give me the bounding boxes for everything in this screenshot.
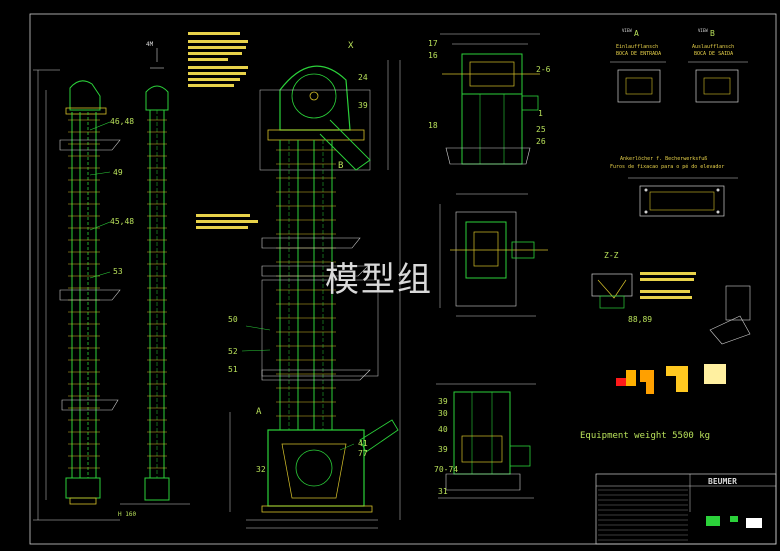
anchor-note-line1: Ankerlöcher f. Becherwerksfuß: [620, 156, 707, 162]
svg-text:VIEW: VIEW: [698, 28, 708, 33]
callout-41: 41: [358, 439, 368, 448]
section-z-view: Z-Z 88,89: [591, 251, 751, 345]
callout-25: 25: [536, 125, 546, 134]
callout-70-74: 70-74: [434, 465, 458, 474]
callout-46-48: 46,48: [110, 117, 134, 126]
flange-a-subtitle: BOCA DE ENTRADA: [616, 51, 661, 57]
callout-30: 30: [438, 409, 448, 418]
top-label: 4M: [146, 41, 154, 48]
section-z-label: Z-Z: [604, 251, 619, 260]
title-block: BEUMER: [595, 473, 777, 545]
callout-1: 1: [538, 109, 543, 118]
flange-b-subtitle: BOCA DE SAIDA: [694, 51, 733, 57]
callout-2-6: 2-6: [536, 65, 551, 74]
callout-53: 53: [113, 267, 123, 276]
callout-50: 50: [228, 315, 238, 324]
callout-16: 16: [428, 51, 438, 60]
notes-block: [188, 32, 258, 229]
sheet-border: [29, 13, 777, 545]
equipment-weight: Equipment weight 5500 kg: [580, 431, 710, 441]
callout-45-48: 45,48: [110, 217, 134, 226]
flange-b-letter: B: [710, 29, 715, 38]
height-label: H 160: [118, 511, 136, 518]
callout-52: 52: [228, 347, 238, 356]
anchor-note-line2: Furos de fixacao para o pé do elevador: [610, 163, 724, 170]
callout-24: 24: [358, 73, 368, 82]
callout-77: 77: [358, 449, 368, 458]
callout-18: 18: [428, 121, 438, 130]
flange-a-title: Einlaufflansch: [616, 44, 658, 50]
drive-plan-view: [439, 204, 548, 317]
brand-logo: BEUMER: [708, 477, 737, 486]
side-elevation-view: 4M: [120, 41, 190, 505]
callout-31: 31: [438, 487, 448, 496]
head-plan-view: 17 16 18 2-6 1 25 26: [428, 33, 551, 195]
flange-a-letter: A: [634, 29, 639, 38]
callout-17: 17: [428, 39, 438, 48]
callout-40: 40: [438, 425, 448, 434]
center-elevation-view: X B A 24 39 50 52 51 41 77 32: [228, 41, 401, 529]
flange-view-b: VIEW B Auslaufflansch BOCA DE SAIDA: [688, 28, 748, 103]
callout-51: 51: [228, 365, 238, 374]
svg-text:VIEW: VIEW: [622, 28, 632, 33]
watermark: 模型组: [325, 260, 433, 300]
section-letter-x: X: [348, 41, 354, 51]
section-letter-b: B: [338, 161, 343, 171]
callout-39-b: 39: [438, 445, 448, 454]
boot-section-view: 39 30 40 39 70-74 31: [434, 383, 536, 499]
color-legend: [616, 364, 726, 394]
callout-32: 32: [256, 465, 266, 474]
anchor-holes-view: Ankerlöcher f. Becherwerksfuß Furos de f…: [610, 156, 738, 217]
flange-b-title: Auslaufflansch: [692, 44, 734, 50]
callout-39-top: 39: [358, 101, 368, 110]
flange-view-a: VIEW A Einlaufflansch BOCA DE ENTRADA: [610, 28, 666, 103]
section-z-dim: 88,89: [628, 315, 652, 324]
callout-49: 49: [113, 168, 123, 177]
callout-26: 26: [536, 137, 546, 146]
callout-39-low: 39: [438, 397, 448, 406]
section-letter-a: A: [256, 407, 262, 417]
left-elevation-view: 46,48 49 45,48 53 H 160: [33, 69, 136, 521]
